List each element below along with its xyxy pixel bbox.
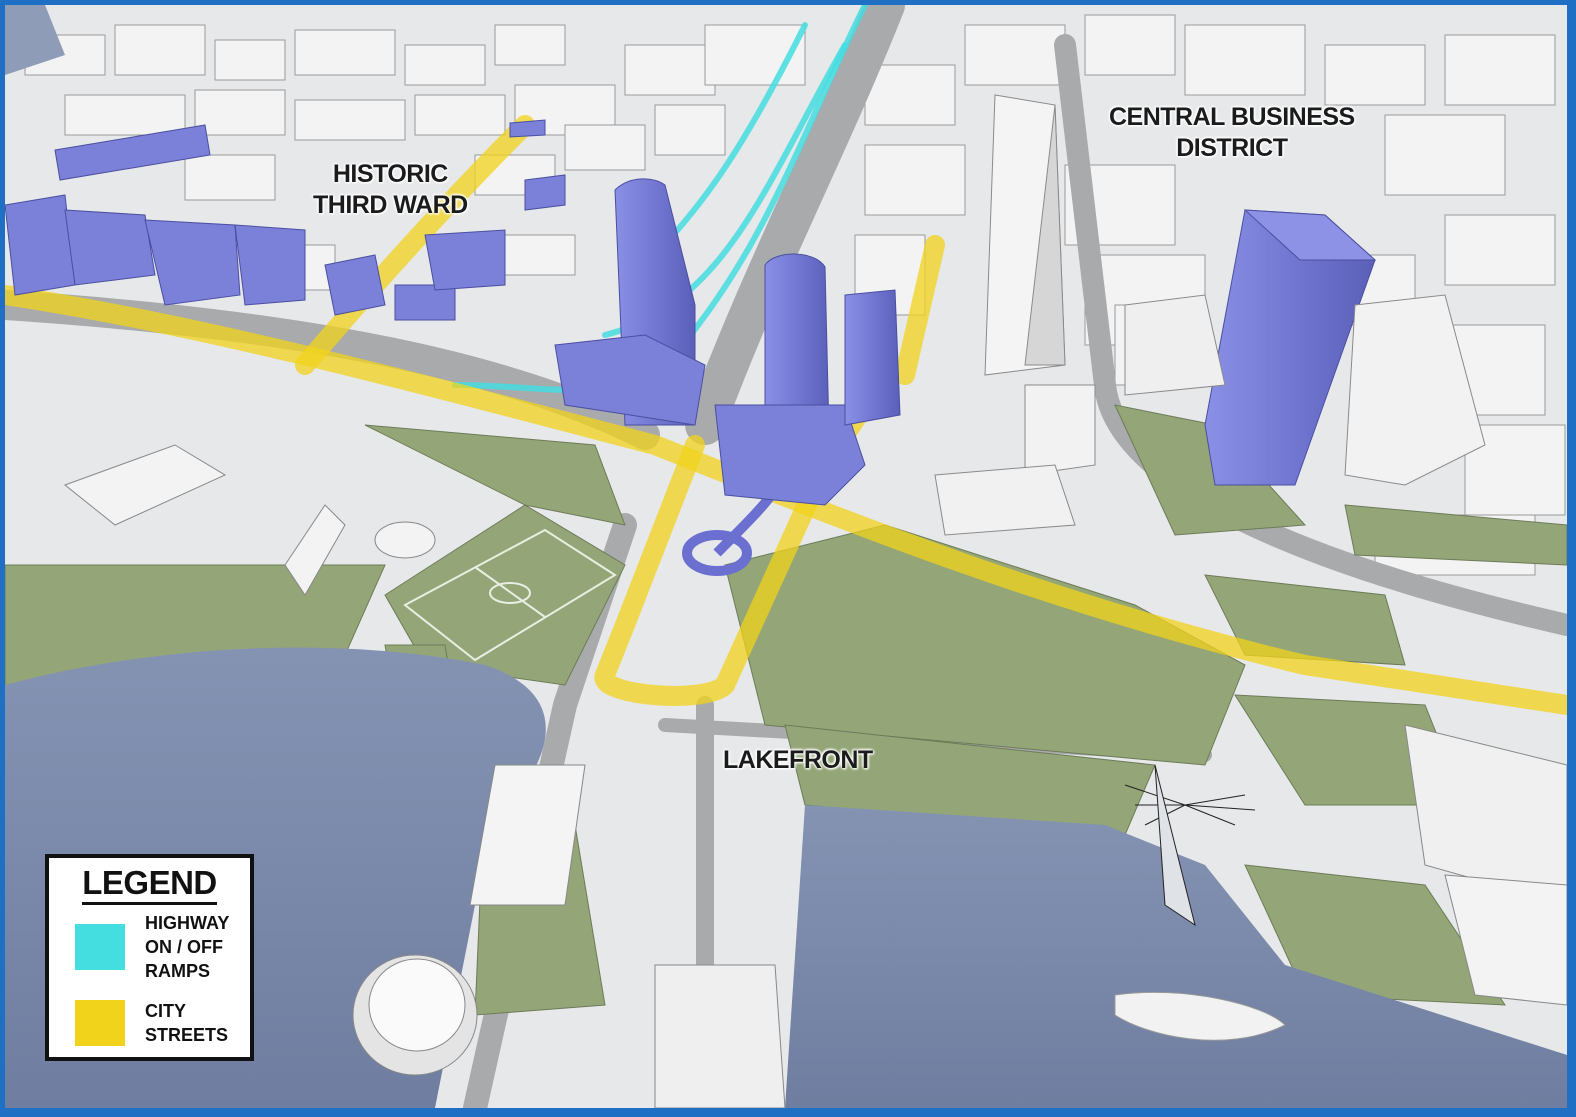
legend-label-highway-ramps-line2: ON / OFF bbox=[145, 937, 223, 957]
legend-title-text: LEGEND bbox=[82, 864, 217, 905]
legend-label-city-streets: CITY STREETS bbox=[145, 999, 228, 1047]
museum-wings bbox=[1124, 764, 1256, 927]
legend-label-highway-ramps-line1: HIGHWAY bbox=[145, 913, 230, 933]
label-historic-third-ward-line1: HISTORIC bbox=[332, 160, 448, 188]
legend-label-highway-ramps-line3: RAMPS bbox=[145, 961, 211, 981]
proposed-buildings-third-ward bbox=[5, 119, 566, 321]
soccer-field bbox=[403, 528, 617, 662]
label-central-business-district: CENTRAL BUSINESS DISTRICT bbox=[1109, 102, 1355, 164]
city-map-rendering bbox=[5, 5, 1567, 1108]
map-frame: HISTORIC THIRD WARD CENTRAL BUSINESS DIS… bbox=[5, 5, 1567, 1108]
harbor-water bbox=[785, 805, 1567, 1108]
label-historic-third-ward: HISTORIC THIRD WARD bbox=[313, 159, 468, 221]
city-streets bbox=[5, 115, 1567, 715]
legend-swatch-highway-ramps bbox=[75, 924, 125, 970]
label-cbd-line1: CENTRAL BUSINESS bbox=[1109, 103, 1355, 131]
legend-box: LEGEND HIGHWAY ON / OFF RAMPS CITY STREE… bbox=[45, 854, 254, 1061]
cbd-towers bbox=[934, 94, 1486, 536]
legend-title: LEGEND bbox=[49, 864, 250, 905]
legend-label-city-streets-line2: STREETS bbox=[145, 1025, 229, 1045]
label-historic-third-ward-line2: THIRD WARD bbox=[313, 191, 468, 219]
upper-river bbox=[5, 5, 65, 75]
legend-label-highway-ramps: HIGHWAY ON / OFF RAMPS bbox=[145, 911, 229, 983]
proposed-towers bbox=[554, 178, 1377, 506]
label-cbd-line2: DISTRICT bbox=[1176, 134, 1288, 162]
legend-label-city-streets-line1: CITY bbox=[145, 1001, 187, 1021]
legend-swatch-city-streets bbox=[75, 1000, 125, 1046]
label-lakefront: LAKEFRONT bbox=[723, 746, 873, 774]
breakwater bbox=[1114, 991, 1286, 1041]
lakefront-structures bbox=[63, 444, 1567, 1108]
